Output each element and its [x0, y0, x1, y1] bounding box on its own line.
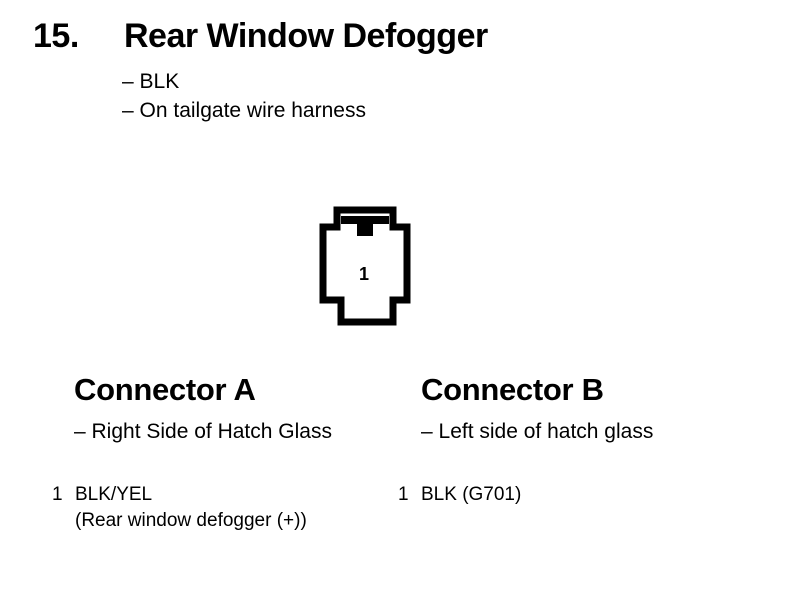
connector-b-location: – Left side of hatch glass [421, 420, 654, 443]
connector-face-diagram [319, 206, 411, 326]
connector-b-heading: Connector B [421, 372, 604, 407]
page-title: Rear Window Defogger [124, 17, 488, 55]
pin-1-label: 1 [359, 264, 370, 284]
connector-a-location: – Right Side of Hatch Glass [74, 420, 332, 443]
connector-a-pin-number: 1 [52, 484, 63, 505]
connector-color-note: – BLK [122, 70, 180, 93]
section-number: 15. [33, 17, 79, 55]
connector-housing-outline [319, 206, 411, 326]
harness-location-note: – On tailgate wire harness [122, 99, 366, 122]
connector-a-wire-color: BLK/YEL [75, 484, 153, 505]
connector-a-heading: Connector A [74, 372, 256, 407]
connector-a-pin-description: (Rear window defogger (+)) [75, 510, 307, 531]
connector-b-pin-number: 1 [398, 484, 409, 505]
connector-lock-tab [341, 216, 389, 236]
connector-b-wire-color: BLK (G701) [421, 484, 522, 505]
